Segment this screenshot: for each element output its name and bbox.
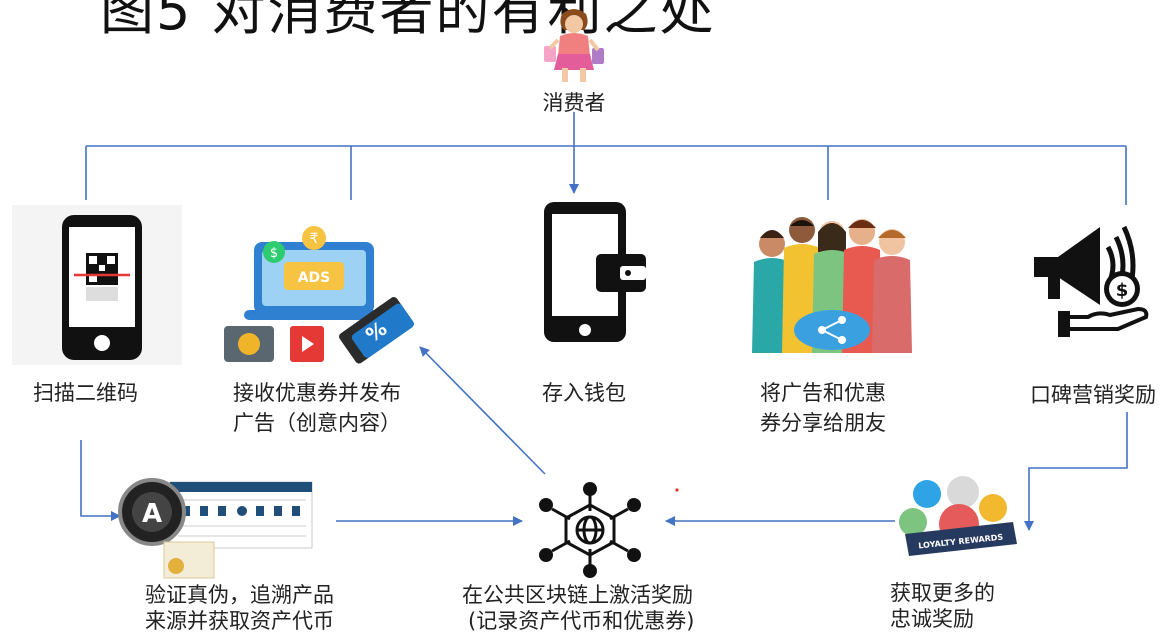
loyalty-rewards-icon: LOYALTY REWARDS <box>899 476 1017 556</box>
loyalty-label-1: 获取更多的 <box>890 581 995 605</box>
verify-label-2: 来源并获取资产代币 <box>145 609 334 633</box>
friends-share-icon <box>752 217 912 353</box>
diagram-title: 图5 对消费者的有利之处 <box>100 0 716 42</box>
save-wallet-label: 存入钱包 <box>542 381 626 405</box>
shopper-woman-icon <box>544 9 604 82</box>
dollar-text: $ <box>270 246 278 261</box>
arrow-scan-to-verify <box>80 440 121 521</box>
receive-coupons-label-2: 广告（创意内容） <box>233 411 401 435</box>
blockchain-network-icon <box>539 482 641 578</box>
activate-label-1: 在公共区块链上激活奖励 <box>462 583 693 607</box>
megaphone-money-icon: $ <box>1034 225 1149 337</box>
arrow-wom-to-loyalty <box>1024 412 1128 531</box>
megaphone-dollar: $ <box>1116 280 1129 301</box>
loyalty-label-2: 忠诚奖励 <box>890 607 974 631</box>
share-label-2: 券分享给朋友 <box>760 411 886 435</box>
verify-label-1: 验证真伪，追溯产品 <box>145 583 334 607</box>
authentication-certificate-icon: A <box>118 478 313 579</box>
share-label-1: 将广告和优惠 <box>760 381 886 405</box>
ads-text: ADS <box>298 270 331 286</box>
receive-coupons-label-1: 接收优惠券并发布 <box>233 381 401 405</box>
auth-letter: A <box>142 499 162 529</box>
activate-label-2: (记录资产代币和优惠券) <box>468 609 695 633</box>
phone-qr-scan-icon <box>12 205 182 365</box>
scan-qr-label: 扫描二维码 <box>33 381 138 405</box>
consumer-label: 消费者 <box>542 91 606 115</box>
rupee-text: ₹ <box>310 231 319 247</box>
phone-wallet-icon <box>544 202 646 342</box>
ads-coupon-icon: ADS ₹ $ % <box>224 226 414 364</box>
arrow-chain-to-coupons <box>419 346 546 475</box>
word-of-mouth-label: 口碑营销奖励 <box>1030 383 1156 407</box>
